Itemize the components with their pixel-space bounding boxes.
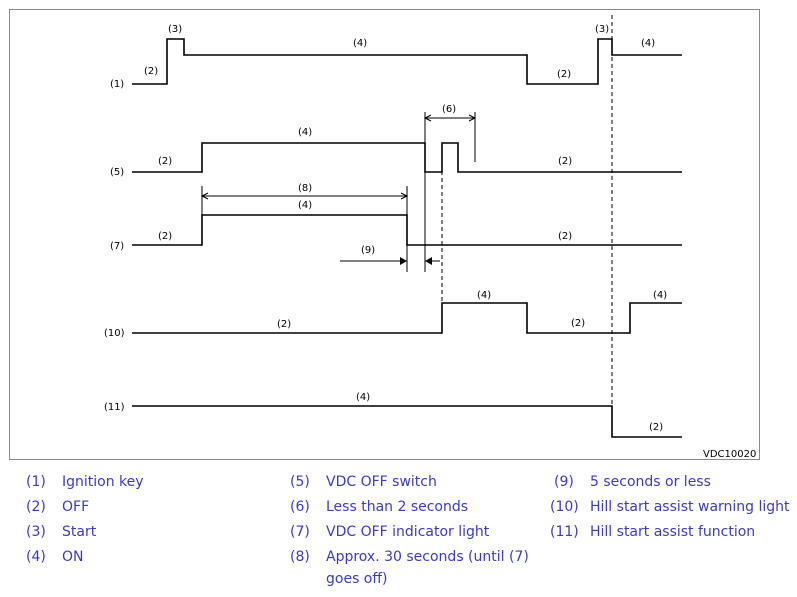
dim8-arrow-right bbox=[400, 192, 409, 200]
legend-item-start: (3) Start bbox=[26, 520, 266, 545]
ign-on-label-1: (4) bbox=[353, 38, 367, 49]
legend-item-vdc-off-switch: (5) VDC OFF switch bbox=[290, 470, 540, 495]
ign-on-label-2: (4) bbox=[641, 38, 655, 49]
vdc-off-switch-signal bbox=[132, 142, 682, 173]
row-label-hsa-warning-light: (10) bbox=[104, 328, 125, 339]
legend: (1) Ignition key (2) OFF (3) Start (4) O… bbox=[0, 470, 797, 597]
dim8-arrow-left bbox=[200, 192, 209, 200]
diagram-frame bbox=[9, 9, 760, 460]
warn-on-label-2: (4) bbox=[653, 290, 667, 301]
legend-text: Start bbox=[62, 524, 97, 540]
legend-text: Approx. 30 seconds (until (7) bbox=[326, 549, 529, 565]
dim6-arrow-left bbox=[423, 114, 432, 122]
legend-text: Less than 2 seconds bbox=[326, 499, 469, 515]
hsa-warning-light-signal bbox=[132, 302, 682, 334]
ign-start-label-2: (3) bbox=[595, 24, 609, 35]
legend-item-5-seconds-or-less: (9) 5 seconds or less bbox=[554, 470, 794, 495]
dim8-label: (8) bbox=[298, 183, 312, 194]
legend-num: (4) bbox=[26, 549, 46, 565]
ign-start-label-1: (3) bbox=[168, 24, 182, 35]
legend-item-less-than-2-seconds: (6) Less than 2 seconds bbox=[290, 495, 540, 520]
dim9-label: (9) bbox=[361, 245, 375, 256]
warn-on-label-1: (4) bbox=[477, 290, 491, 301]
legend-num: (5) bbox=[290, 474, 310, 490]
legend-text: 5 seconds or less bbox=[590, 474, 711, 490]
legend-num: (6) bbox=[290, 499, 310, 515]
hsa-function-signal bbox=[132, 405, 682, 438]
vdc-off-indicator-signal bbox=[132, 214, 682, 246]
diagram-code: VDC10020 bbox=[703, 449, 756, 460]
legend-num: (3) bbox=[26, 524, 46, 540]
legend-text-continued: goes off) bbox=[326, 571, 388, 587]
legend-item-on: (4) ON bbox=[26, 545, 266, 570]
legend-item-vdc-off-indicator: (7) VDC OFF indicator light bbox=[290, 520, 540, 545]
row-label-vdc-off-indicator: (7) bbox=[110, 241, 124, 252]
legend-text: OFF bbox=[62, 499, 90, 515]
warn-off-label-2: (2) bbox=[571, 318, 585, 329]
legend-text: Hill start assist warning light bbox=[590, 499, 790, 515]
timing-diagram: (1) (2) (3) (4) (2) (3) (4) (5) (2) (4) … bbox=[104, 15, 756, 460]
legend-num: (2) bbox=[26, 499, 46, 515]
legend-item-approx-30-seconds: (8) Approx. 30 seconds (until (7) goes o… bbox=[290, 545, 540, 595]
func-on-label: (4) bbox=[356, 392, 370, 403]
ind-on-label: (4) bbox=[298, 200, 312, 211]
ign-off-label-2: (2) bbox=[557, 69, 571, 80]
row-label-ignition-key: (1) bbox=[110, 79, 124, 90]
ignition-key-signal bbox=[132, 38, 682, 85]
ind-off-label-2: (2) bbox=[558, 231, 572, 242]
legend-num: (7) bbox=[290, 524, 310, 540]
legend-text: ON bbox=[62, 549, 84, 565]
dim6-arrow-right bbox=[468, 114, 477, 122]
legend-num: (1) bbox=[26, 474, 46, 490]
row-label-hsa-function: (11) bbox=[104, 402, 125, 413]
ind-off-label-1: (2) bbox=[158, 231, 172, 242]
sw-off-label-2: (2) bbox=[558, 156, 572, 167]
legend-num: (10) bbox=[550, 499, 579, 515]
legend-item-hsa-warning-light: (10) Hill start assist warning light bbox=[550, 495, 795, 520]
legend-text: VDC OFF switch bbox=[326, 474, 437, 490]
legend-text: Ignition key bbox=[62, 474, 144, 490]
legend-num: (9) bbox=[554, 474, 574, 490]
warn-off-label-1: (2) bbox=[277, 319, 291, 330]
row-label-vdc-off-switch: (5) bbox=[110, 167, 124, 178]
legend-item-ignition-key: (1) Ignition key bbox=[26, 470, 266, 495]
ign-off-label-1: (2) bbox=[144, 66, 158, 77]
sw-on-label: (4) bbox=[298, 127, 312, 138]
dim9-arrow-left bbox=[400, 257, 407, 265]
legend-item-off: (2) OFF bbox=[26, 495, 266, 520]
dim9-arrow-right bbox=[425, 257, 432, 265]
legend-text: Hill start assist function bbox=[590, 524, 756, 540]
legend-item-hsa-function: (11) Hill start assist function bbox=[550, 520, 795, 545]
sw-off-label-1: (2) bbox=[158, 156, 172, 167]
legend-num: (8) bbox=[290, 549, 310, 565]
func-off-label: (2) bbox=[649, 422, 663, 433]
dim6-label: (6) bbox=[442, 104, 456, 115]
legend-num: (11) bbox=[550, 524, 579, 540]
legend-text: VDC OFF indicator light bbox=[326, 524, 490, 540]
